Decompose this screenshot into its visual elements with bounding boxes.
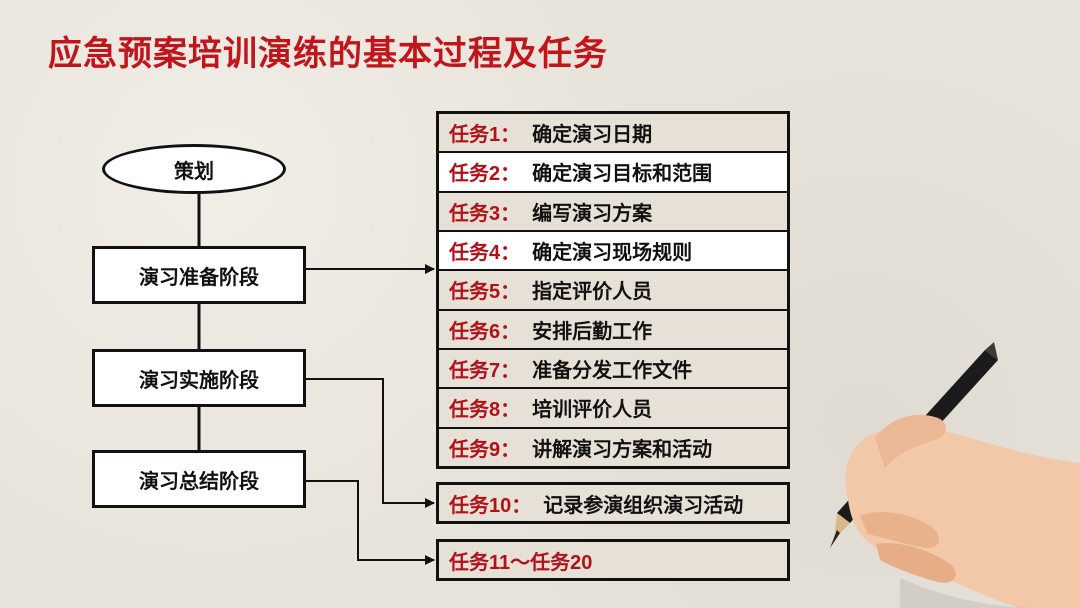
task-text: 确定演习现场规则: [532, 242, 693, 265]
task-id: 任务9：: [449, 438, 521, 461]
phase-summary: 演习总结阶段: [92, 450, 306, 508]
task-row-3: 任务3： 编写演习方案: [439, 192, 787, 230]
arrow-impl-task10: [306, 378, 435, 508]
implementation-task-box: 任务10： 记录参演组织演习活动: [436, 482, 790, 524]
task-id: 任务8：: [449, 399, 521, 422]
pencil-tip-lead: [830, 530, 840, 548]
phase-implementation: 演习实施阶段: [92, 349, 306, 407]
summary-task-box: 任务11～任务20: [436, 539, 790, 581]
hand-finger: [860, 512, 940, 549]
task-row-5: 任务5： 指定评价人员: [439, 271, 787, 309]
task-row-7: 任务7： 准备分发工作文件: [439, 349, 787, 388]
task-id: 任务11～任务20: [449, 551, 593, 574]
task-text: 讲解演习方案和活动: [532, 438, 713, 461]
task-id: 任务10：: [449, 494, 532, 517]
task-id: 任务2：: [449, 163, 521, 186]
task-text: 记录参演组织演习活动: [543, 494, 744, 517]
task-row-9: 任务9： 讲解演习方案和活动: [439, 428, 787, 466]
task-row-1: 任务1： 确定演习日期: [439, 114, 787, 152]
task-text: 培训评价人员: [532, 399, 653, 422]
task-row-8: 任务8： 培训评价人员: [439, 389, 787, 427]
page-title: 应急预案培训演练的基本过程及任务: [48, 35, 608, 73]
hand-shadow: [900, 578, 1040, 608]
phase-preparation: 演习准备阶段: [92, 246, 306, 304]
task-text: 准备分发工作文件: [532, 360, 693, 383]
task-text: 指定评价人员: [532, 281, 653, 304]
task-id: 任务6：: [449, 320, 521, 343]
preparation-task-list: 任务1： 确定演习日期 任务2： 确定演习目标和范围 任务3： 编写演习方案 任务4：…: [436, 111, 790, 469]
task-text: 确定演习目标和范围: [532, 163, 713, 186]
hand-thumb: [875, 414, 946, 468]
hand-palm: [845, 427, 1080, 608]
task-text: 安排后勤工作: [532, 320, 653, 343]
task-id: 任务4：: [449, 242, 521, 265]
task-id: 任务1：: [449, 124, 521, 147]
task-text: 确定演习日期: [532, 124, 653, 147]
hand-holding-pencil-illustration: [830, 342, 1080, 608]
arrow-summary-task11: [306, 480, 435, 565]
task-id: 任务7：: [449, 360, 521, 383]
task-text: 编写演习方案: [532, 202, 653, 225]
start-oval: 策划: [102, 144, 286, 194]
task-id: 任务3：: [449, 202, 521, 225]
task-row-4: 任务4： 确定演习现场规则: [439, 231, 787, 270]
pencil-end: [985, 342, 998, 360]
task-row-6: 任务6： 安排后勤工作: [439, 310, 787, 348]
task-id: 任务5：: [449, 281, 521, 304]
hand-finger-2: [876, 543, 956, 583]
task-row-2: 任务2： 确定演习目标和范围: [439, 153, 787, 191]
